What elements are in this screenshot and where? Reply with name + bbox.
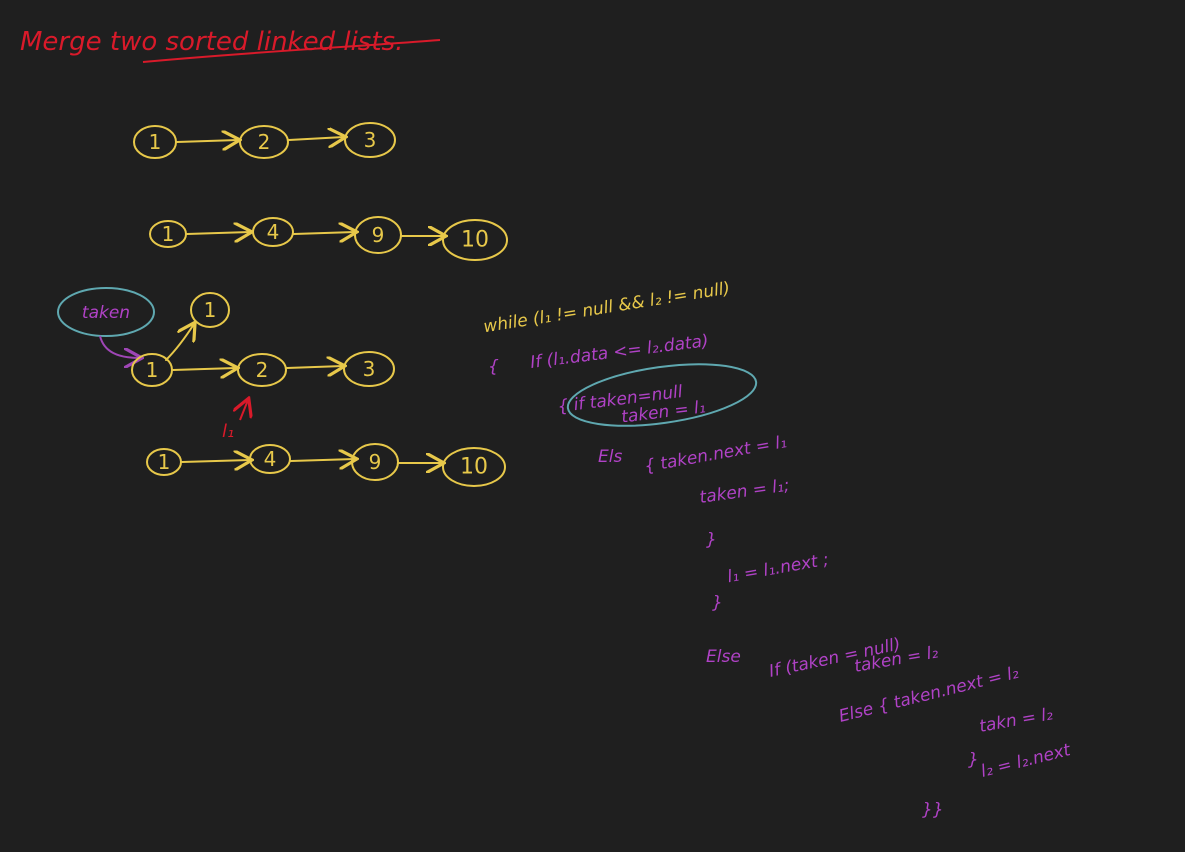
list-node (442, 219, 508, 261)
l1-pointer-label: l₁ (222, 421, 234, 442)
next-arrow (286, 366, 343, 368)
list-node (249, 444, 291, 474)
code-else2: Else (706, 647, 741, 667)
code-taken-eq: taken = l₁; (698, 476, 790, 508)
list-b: 1 4 9 10 (149, 216, 508, 261)
node-value: 10 (461, 228, 489, 253)
page-title: Merge two sorted linked lists. (20, 27, 403, 57)
list-node (239, 125, 289, 159)
next-arrow (176, 140, 238, 142)
code-l2-next: l₂ = l₂.next (979, 740, 1074, 782)
code-l1-next: l₁ = l₁.next ; (726, 550, 831, 588)
next-arrow (186, 232, 250, 234)
node-value: 3 (364, 128, 377, 152)
merge-list-b: 1 4 9 10 (146, 443, 506, 487)
taken-pointer-arrow (99, 335, 140, 358)
node-value: 1 (162, 222, 175, 246)
next-arrow (181, 460, 250, 462)
node-value: 2 (258, 130, 271, 154)
list-node (237, 353, 287, 387)
next-arrow (293, 232, 355, 234)
title-underline (142, 39, 441, 63)
list-a: 1 2 3 (133, 122, 396, 159)
taken-highlight (57, 287, 155, 337)
node-value: 1 (204, 298, 217, 322)
node-value: 1 (158, 450, 171, 474)
code-block: while (l₁ != null && l₂ != null) (482, 279, 731, 338)
list-node (252, 217, 294, 247)
code-close4: }} (922, 800, 944, 820)
next-arrow (172, 368, 236, 370)
list-node (442, 447, 506, 487)
merge-list-a: 1 2 3 (131, 351, 395, 387)
node-value: 3 (363, 357, 376, 381)
code-close2: } (712, 593, 723, 613)
code-close1: } (706, 530, 717, 550)
extra-arrow (165, 324, 194, 361)
list-node (343, 351, 395, 387)
node-value: 4 (267, 220, 280, 244)
node-value: 9 (372, 223, 385, 247)
node-value: 2 (256, 358, 269, 382)
code-close3: } (968, 750, 979, 770)
code-while: while (l₁ != null && l₂ != null) (482, 279, 731, 338)
node-value: 1 (146, 358, 159, 382)
node-value: 4 (264, 447, 277, 471)
list-node (351, 443, 399, 481)
list-node (354, 216, 402, 254)
taken-label: taken (82, 303, 130, 323)
code-else1: Els (598, 447, 622, 467)
next-arrow (290, 459, 355, 461)
code-open-brace: { (488, 357, 499, 377)
l1-pointer-arrow (240, 400, 248, 421)
code-if: If (l₁.data <= l₂.data) (529, 331, 710, 373)
node-value: 10 (460, 455, 488, 480)
code-takn-l2: takn = l₂ (978, 704, 1055, 737)
list-node (344, 122, 396, 158)
node-value: 1 (149, 130, 162, 154)
node-value: 9 (369, 450, 382, 474)
code-taken-next: { taken.next = l₁ (643, 432, 789, 477)
next-arrow (288, 137, 344, 140)
list-node-extra (190, 292, 230, 328)
if-taken-highlight (566, 363, 758, 427)
